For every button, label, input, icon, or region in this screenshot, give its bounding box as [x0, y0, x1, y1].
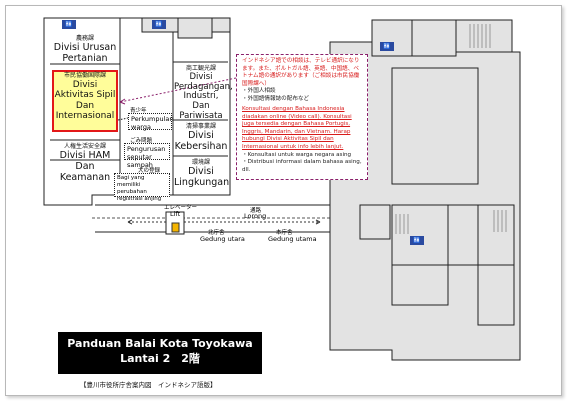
room-agriculture: 農務課 Divisi Urusan Pertanian [52, 35, 118, 65]
room-cleaning: 清掃事業課 Divisi Kebersihan [174, 123, 228, 153]
info-jp-text: インドネシア語での相談は、テレビ通訳になります。また、ポルトガル語、英語、中国語… [242, 58, 360, 87]
room-commerce: 商工観光課 Divisi Perdagangan, Industri, Dan … [174, 65, 233, 122]
room-civil: 市民協働国際課 Divisi Aktivitas Sipil Dan Inter… [54, 72, 116, 121]
room-environment: 環境課 Divisi Lingkungan [174, 159, 230, 189]
info-jp-item: ・外国語情報誌の配布など [242, 95, 310, 102]
info-id-text: Konsultasi dengan Bahasa Indonesia diada… [242, 106, 352, 151]
room-civil-name: Divisi Aktivitas Sipil Dan Internasional [54, 79, 116, 121]
toilet-icon: 🚻 [62, 20, 76, 29]
callout-gathering: Perkumpulan warga [128, 113, 174, 131]
room-human-rights-jp: 人権生活安全課 [63, 143, 106, 150]
toilet-icon: 🚻 [152, 20, 166, 29]
info-id-item: ・Distribusi informasi dalam bahasa asing… [242, 159, 362, 173]
callout-registration: Bagi yang memiliki perubahan registrasi … [114, 173, 170, 202]
room-human-rights: 人権生活安全課 Divisi HAM Dan Keamanan [52, 143, 118, 184]
map-title-line1: Panduan Balai Kota Toyokawa [67, 337, 253, 350]
room-human-rights-name: Divisi HAM Dan Keamanan [59, 149, 111, 183]
highlight-room-civil [52, 70, 118, 132]
room-cleaning-name: Divisi Kebersihan [174, 129, 228, 152]
room-agriculture-jp: 農務課 [75, 35, 94, 42]
room-environment-name: Divisi Lingkungan [174, 165, 230, 188]
info-jp-item: ・外国人相談 [242, 88, 276, 95]
elevator-jp: エレベーター [164, 205, 198, 211]
map-title: Panduan Balai Kota Toyokawa Lantai 2 2階 [58, 332, 262, 374]
map-title-line2: Lantai 2 2階 [120, 351, 200, 365]
corridor-label: Lorong [244, 212, 267, 220]
info-box: インドネシア語での相談は、テレビ通訳になります。また、ポルトガル語、英語、中国語… [236, 54, 368, 180]
callout-residence: Pengurusan seputar sampah [124, 143, 170, 169]
room-agriculture-name: Divisi Urusan Pertanian [53, 41, 117, 64]
elevator-label: Lift [170, 210, 181, 218]
north-building-jp: 北庁舎 [208, 230, 225, 236]
room-environment-jp: 環境課 [191, 159, 210, 166]
room-civil-jp: 市民協働国際課 [63, 72, 106, 79]
info-id-item: ・Konsultasi untuk warga negara asing [242, 151, 352, 158]
north-building-label: Gedung utara [200, 235, 245, 243]
corridor-jp: 通路 [250, 208, 262, 214]
room-cleaning-jp: 清掃事業課 [185, 123, 216, 130]
room-commerce-name: Divisi Perdagangan, Industri, Dan Pariwi… [174, 71, 233, 121]
main-building-jp: 本庁舎 [276, 230, 293, 236]
map-footer: 【豊川市役所庁舎案内図 インドネシア語版】 [80, 381, 217, 389]
room-commerce-jp: 商工観光課 [185, 65, 216, 72]
main-building-label: Gedung utama [268, 235, 317, 243]
toilet-icon: 🚻 [380, 42, 394, 51]
callout-registration-jp: 犬の登録 [138, 168, 161, 174]
toilet-icon: 🚻 [410, 236, 424, 245]
callout-gathering-jp: 青少年 [130, 108, 147, 114]
callout-residence-jp: ごみ問題 [130, 138, 153, 144]
